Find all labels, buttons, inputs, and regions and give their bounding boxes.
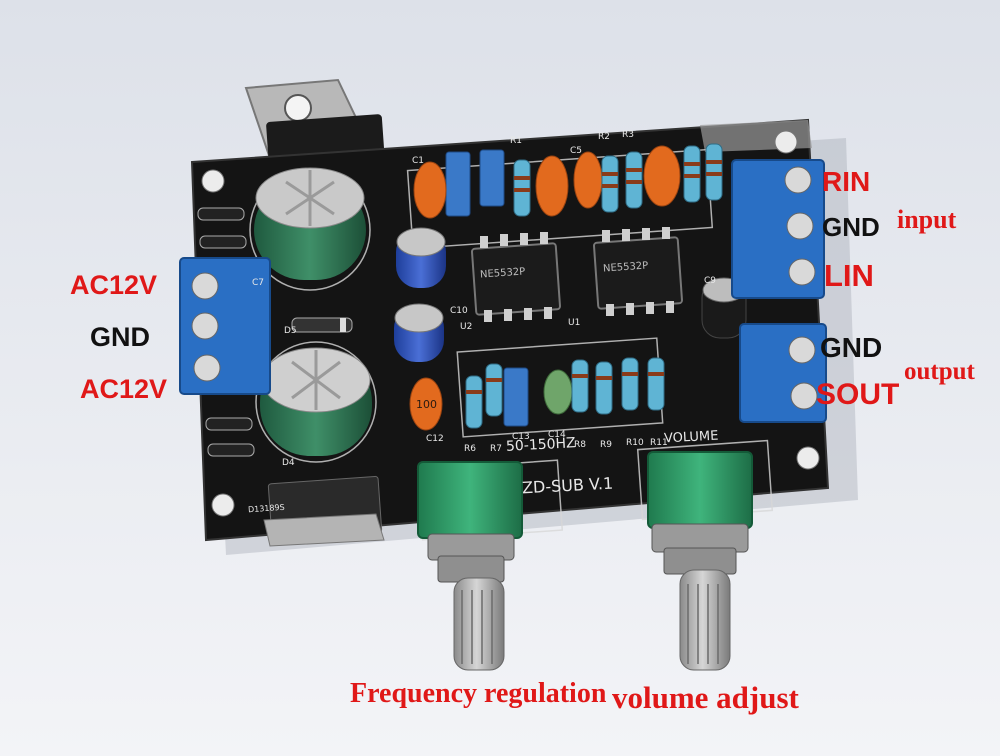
label-ac12v-bottom: AC12V — [80, 374, 168, 404]
ref-d4: D4 — [282, 458, 295, 468]
volume-silk: VOLUME — [663, 428, 719, 447]
ref-r9: R9 — [600, 440, 612, 450]
label-rin: RIN — [822, 166, 871, 197]
label-input: input — [897, 205, 957, 234]
cap-value-marking: 100 — [416, 398, 437, 411]
frequency-potentiometer — [417, 461, 523, 671]
capacitor-large-top — [254, 167, 366, 280]
ref-r2: R2 — [598, 132, 610, 142]
ref-r7: R7 — [490, 444, 502, 454]
ref-r8: R8 — [574, 440, 586, 450]
regulator-bottom — [263, 475, 385, 547]
ref-r6: R6 — [464, 444, 476, 454]
label-lin: LIN — [824, 258, 874, 293]
terminal-block-output — [739, 323, 827, 423]
terminal-block-left — [179, 257, 271, 395]
ref-r1: R1 — [510, 136, 522, 146]
ceramic-capacitors — [409, 145, 681, 431]
terminal-block-input — [731, 159, 825, 299]
ref-d5: D5 — [284, 326, 297, 336]
label-gnd-input: GND — [822, 212, 880, 242]
ref-r10: R10 — [626, 438, 644, 448]
op-amp-chips — [471, 227, 683, 322]
ref-c14: C14 — [548, 430, 566, 440]
ref-r3: R3 — [622, 130, 634, 140]
label-sout: SOUT — [816, 378, 900, 411]
diode-array — [197, 207, 353, 457]
label-gnd-left: GND — [90, 322, 150, 352]
label-frequency-regulation: Frequency regulation — [350, 678, 607, 709]
ref-c7: C7 — [252, 278, 265, 288]
green-capacitor — [543, 369, 573, 415]
capacitor-large-bottom — [260, 347, 372, 456]
ref-c13: C13 — [512, 432, 530, 442]
resistors — [465, 143, 723, 429]
ref-c10: C10 — [450, 306, 468, 316]
volume-potentiometer — [647, 451, 753, 671]
ref-c9: C9 — [704, 276, 717, 286]
film-capacitors — [445, 149, 529, 427]
ref-c12: C12 — [426, 434, 444, 444]
label-output: output — [904, 358, 975, 385]
label-volume-adjust: volume adjust — [612, 680, 799, 715]
ref-r11: R11 — [650, 438, 668, 448]
ref-u2: U2 — [460, 322, 473, 332]
ref-c5: C5 — [570, 146, 583, 156]
capacitor-blue — [394, 227, 446, 362]
ref-c1: C1 — [412, 156, 425, 166]
ref-u1: U1 — [568, 318, 581, 328]
label-gnd-output: GND — [820, 332, 883, 363]
label-ac12v-top: AC12V — [70, 270, 158, 300]
